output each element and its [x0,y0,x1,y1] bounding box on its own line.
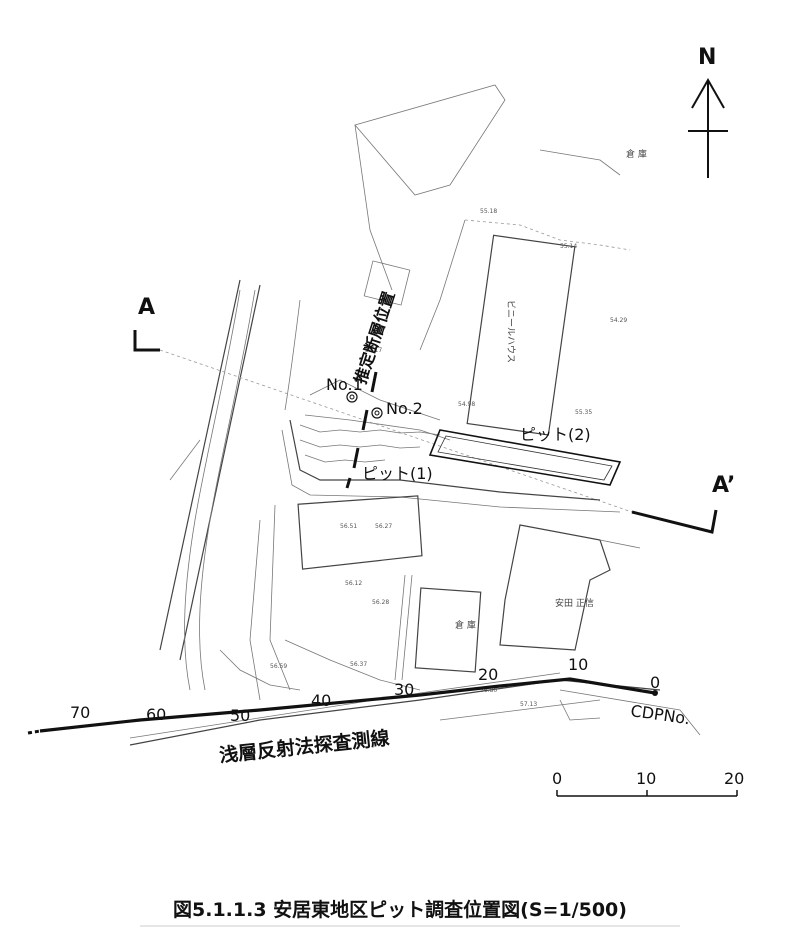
cdp-tick-60: 60 [146,705,166,724]
warehouse-bottom-label: 倉 庫 [455,619,476,631]
north-arrow: N [688,45,728,178]
svg-text:56.27: 56.27 [375,523,392,530]
pit-2-label: ピット(2) [520,425,591,444]
warehouse-top-label: 倉 庫 [626,148,647,160]
pit-2-trench [428,429,622,486]
greenhouse-label: ビニールハウス [505,300,516,363]
cdp-tick-20: 20 [478,665,498,684]
section-a-prime-label: A’ [712,473,735,498]
north-label: N [698,45,716,70]
borehole-no1: No.1 [326,375,363,403]
svg-text:54.98: 54.98 [458,401,475,408]
pit-1-label: ピット(1) [362,464,433,483]
svg-text:55.18: 55.18 [480,208,497,215]
scale-tick-0: 0 [552,769,562,788]
fault-line [345,371,378,489]
scale-bar: 0 10 20 [552,769,744,797]
svg-text:56.37: 56.37 [350,661,367,668]
terrace-blocks [219,424,441,691]
owner-label: 安田 正信 [555,597,594,609]
cdp-label: CDPNo. [629,701,691,728]
svg-text:56.80: 56.80 [480,687,497,694]
scale-tick-20: 20 [724,769,744,788]
base-map-linework: 55.17 54.98 55.35 56.51 56.27 56.12 56.2… [129,84,701,746]
survey-line [27,677,658,735]
figure-caption: 図5.1.1.3 安居東地区ピット調査位置図(S=1/500) [173,898,627,921]
cdp-tick-50: 50 [230,706,250,725]
svg-text:55.14: 55.14 [560,243,577,250]
section-marker-a-prime: A’ [631,473,735,534]
scale-tick-10: 10 [636,769,656,788]
svg-text:56.12: 56.12 [345,580,362,587]
section-marker-a: A [133,295,160,352]
survey-line-label: 浅層反射法探査測線 [218,726,390,767]
section-a-label: A [138,295,155,320]
cdp-tick-70: 70 [70,703,90,722]
borehole-no2-label: No.2 [386,399,423,418]
borehole-no2: No.2 [371,399,423,419]
svg-text:57.13: 57.13 [520,701,537,708]
svg-text:54.29: 54.29 [610,317,627,324]
svg-text:56.51: 56.51 [340,523,357,530]
borehole-no1-label: No.1 [326,375,363,394]
svg-text:56.28: 56.28 [372,599,389,606]
svg-text:55.35: 55.35 [575,409,592,416]
section-line [159,349,633,513]
cdp-tick-10: 10 [568,655,588,674]
cdp-tick-30: 30 [394,680,414,699]
fault-label: 推定断層位置 [351,289,399,386]
cdp-tick-40: 40 [311,691,331,710]
svg-text:55.17: 55.17 [365,347,382,354]
cdp-tick-0: 0 [650,673,660,692]
svg-text:56.59: 56.59 [270,663,287,670]
